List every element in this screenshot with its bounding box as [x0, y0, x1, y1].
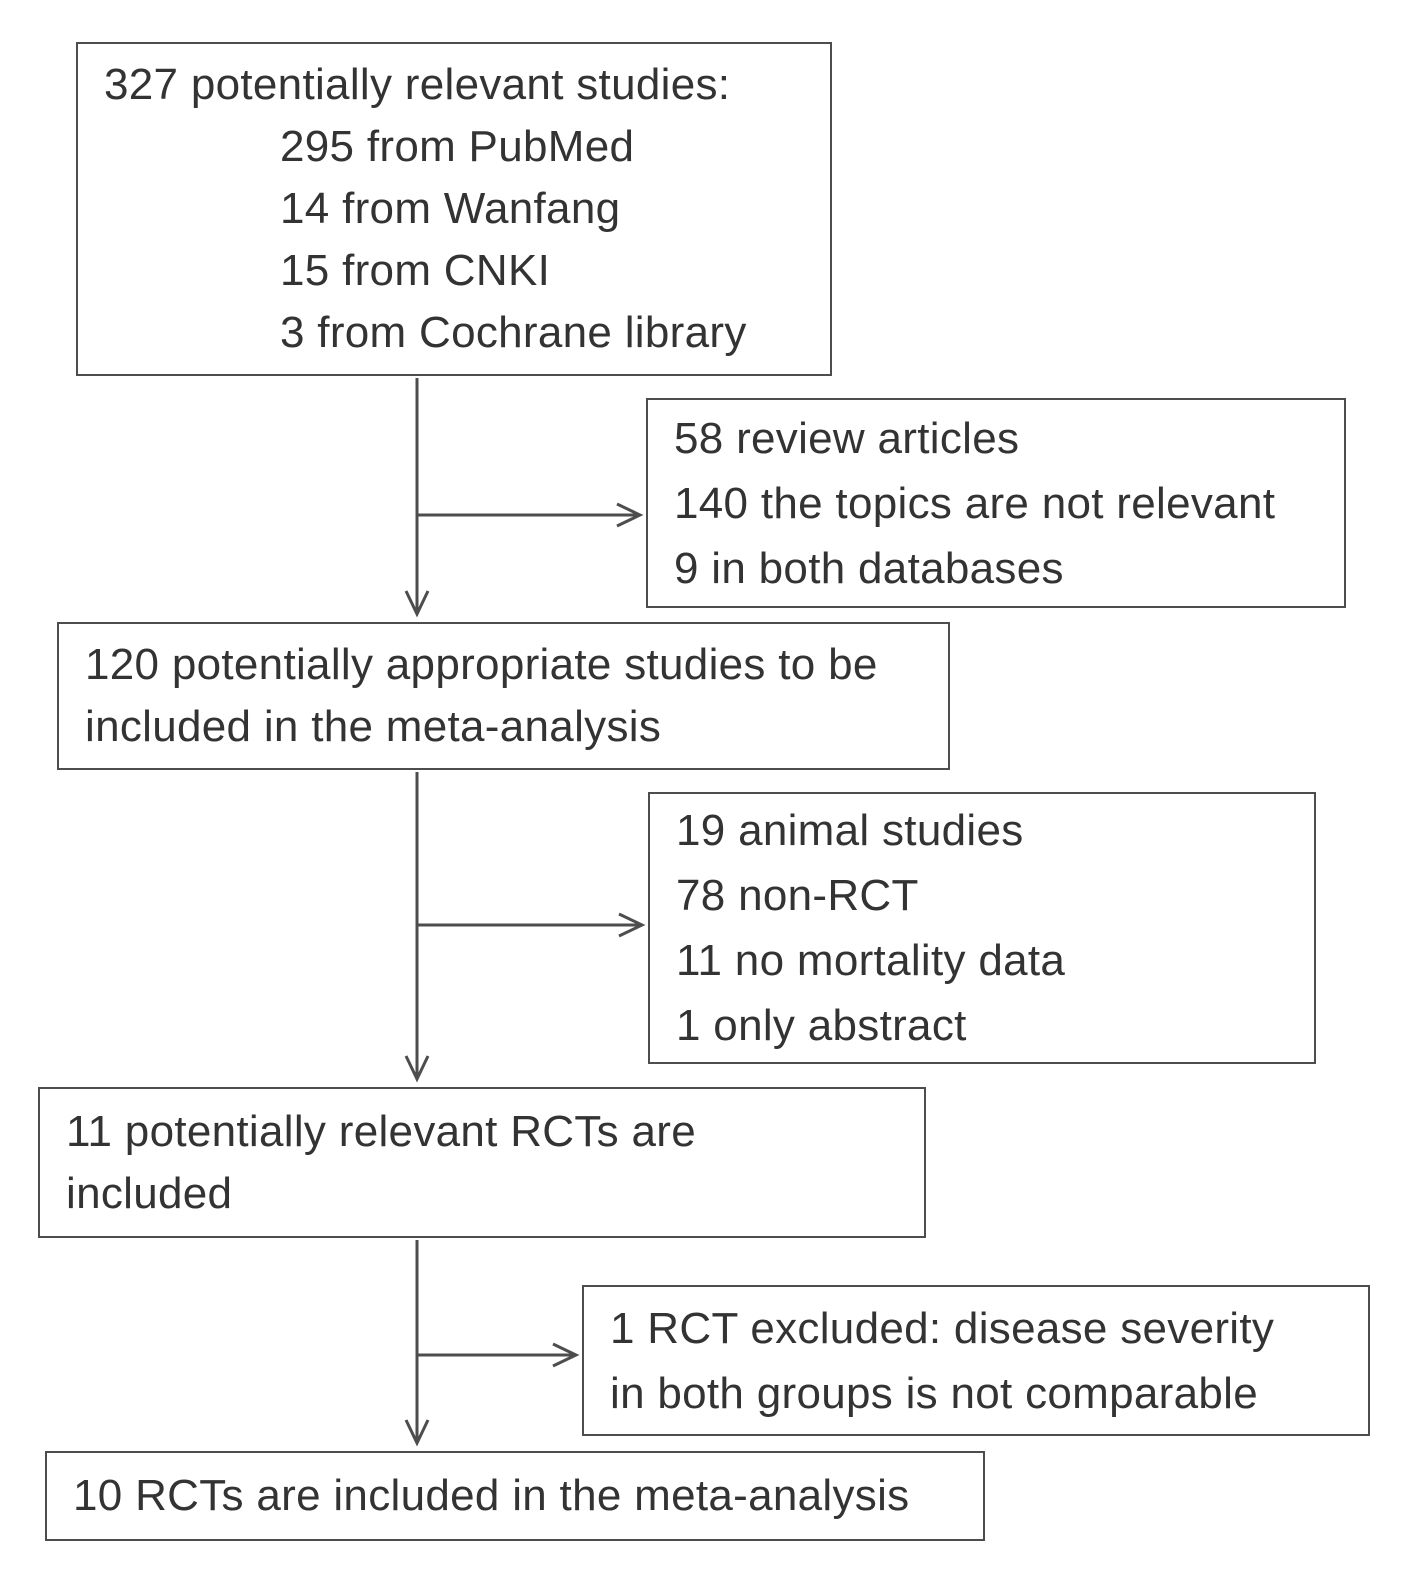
excluded-search-line: 140 the topics are not relevant — [674, 478, 1276, 528]
flow-box-rcts-included: 11 potentially relevant RCTs are include… — [38, 1087, 926, 1238]
excluded-rct-line: in both groups is not comparable — [610, 1368, 1258, 1418]
identified-source-cochrane: 3 from Cochrane library — [280, 308, 747, 357]
final-line: 10 RCTs are included in the meta-analysi… — [73, 1471, 910, 1520]
flow-box-screened: 120 potentially appropriate studies to b… — [57, 622, 950, 770]
excluded-search-line: 58 review articles — [674, 413, 1020, 463]
rcts-included-line: included — [66, 1168, 233, 1218]
excluded-rct-line: 1 RCT excluded: disease severity — [610, 1303, 1275, 1353]
identified-title: 327 potentially relevant studies: — [104, 60, 731, 109]
flow-box-identified: 327 potentially relevant studies: 295 fr… — [76, 42, 832, 376]
rcts-included-line: 11 potentially relevant RCTs are — [66, 1106, 696, 1156]
flow-box-final: 10 RCTs are included in the meta-analysi… — [45, 1451, 985, 1541]
identified-source-cnki: 15 from CNKI — [280, 246, 551, 295]
flow-box-excluded-rct: 1 RCT excluded: disease severity in both… — [582, 1285, 1370, 1436]
excluded-search-line: 9 in both databases — [674, 543, 1064, 593]
flow-box-excluded-search: 58 review articles 140 the topics are no… — [646, 398, 1346, 608]
flow-box-excluded-screening: 19 animal studies 78 non-RCT 11 no morta… — [648, 792, 1316, 1064]
excluded-screening-line: 19 animal studies — [676, 806, 1024, 855]
excluded-screening-line: 1 only abstract — [676, 1001, 967, 1050]
identified-source-wanfang: 14 from Wanfang — [280, 184, 621, 233]
screened-line: 120 potentially appropriate studies to b… — [85, 640, 878, 689]
excluded-screening-line: 78 non-RCT — [676, 871, 919, 920]
excluded-screening-line: 11 no mortality data — [676, 936, 1066, 985]
screened-line: included in the meta-analysis — [85, 702, 662, 751]
identified-source-pubmed: 295 from PubMed — [280, 122, 635, 171]
